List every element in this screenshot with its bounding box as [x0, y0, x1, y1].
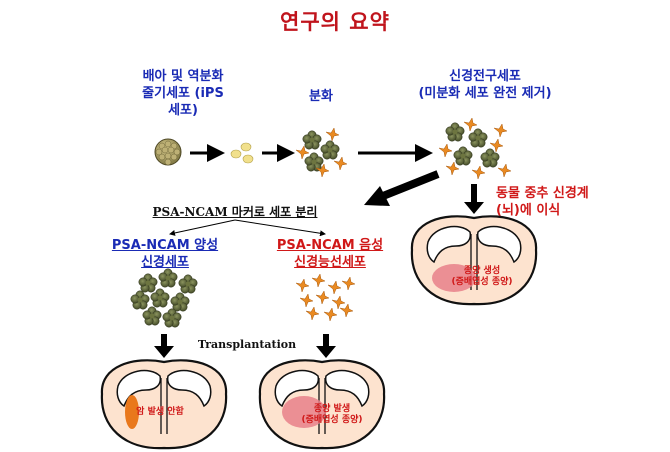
brain-negative	[258, 359, 386, 450]
positive-neurospheres	[130, 268, 198, 328]
stem-cell-morula	[154, 138, 182, 166]
tumor-mass-right	[432, 264, 476, 292]
label-sorting: PSA-NCAM 마커로 세포 분리	[152, 205, 318, 219]
arrow-to-right-brain	[464, 184, 484, 214]
arrow-to-sorting	[364, 170, 440, 206]
label-transplantation: Transplantation	[197, 338, 297, 351]
outcome-tumor-right: 종양 생성 (증배엽성 종양)	[451, 266, 513, 287]
label-differentiation: 분화	[309, 89, 333, 104]
neural-precursor-mix	[438, 117, 512, 180]
label-stem-cells: 배아 및 역분화 줄기세포 (iPS 세포)	[142, 69, 224, 118]
arrow-positive-transplant	[154, 334, 174, 358]
page-title: 연구의 요약	[280, 10, 390, 34]
sorting-fork	[169, 219, 326, 237]
single-cells	[230, 142, 254, 164]
negative-marker-name: PSA-NCAM 음성	[276, 238, 384, 253]
differentiated-mix	[295, 127, 348, 178]
label-neural-precursor: 신경전구세포 (미분화 세포 완전 제거)	[418, 69, 552, 101]
label-negative: PSA-NCAM 음성 신경능선세포	[265, 237, 395, 271]
brain-positive	[100, 359, 228, 450]
negative-cell-type: 신경능선세포	[294, 255, 366, 270]
tumor-mass-negative	[282, 396, 326, 428]
arrow-negative-transplant	[316, 334, 336, 358]
graft-spot-positive	[125, 395, 139, 429]
label-transplant-cns: 동물 중추 신경계 (뇌)에 이식	[496, 186, 589, 218]
positive-marker-name: PSA-NCAM 양성	[111, 238, 219, 253]
label-positive: PSA-NCAM 양성 신경세포	[100, 237, 230, 271]
outcome-tumor-negative: 종양 발생 (증배엽성 종양)	[301, 404, 363, 425]
negative-crest-cells	[295, 273, 356, 322]
positive-cell-type: 신경세포	[141, 255, 189, 270]
brain-right	[410, 215, 538, 306]
outcome-no-tumor: 암 발생 안함	[136, 407, 184, 417]
